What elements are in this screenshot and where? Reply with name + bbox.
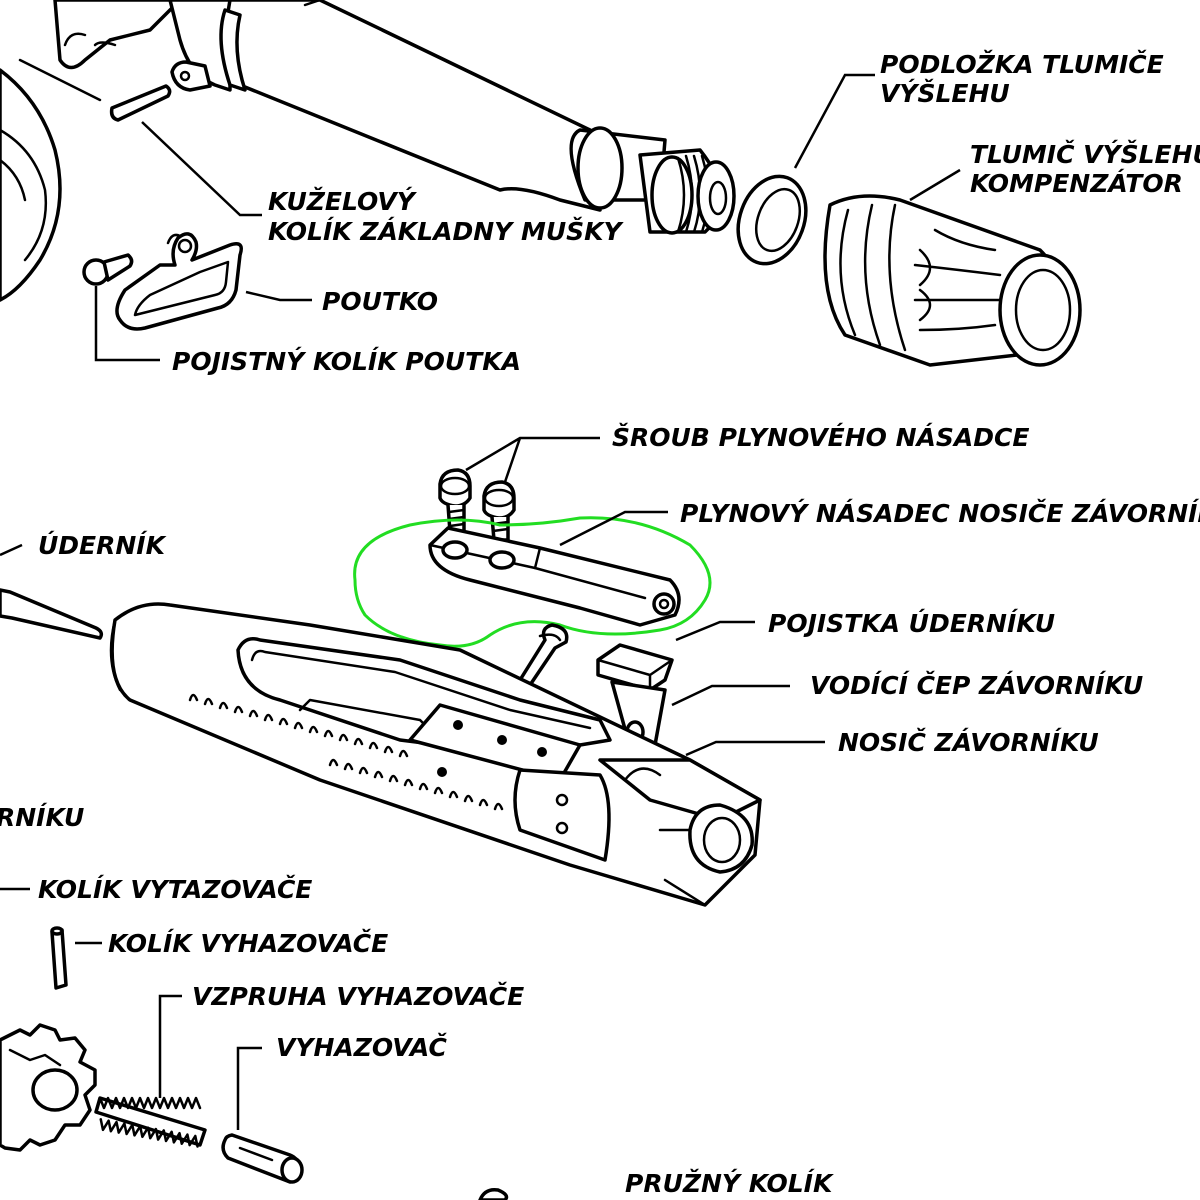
front-sight-base-fragment [0,0,232,302]
firing-pin-retainer-part [518,623,569,690]
labels: PODLOŽKA TLUMIČE VÝŠLEHU TLUMIČ VÝŠLEHU … [0,49,1200,1198]
label-flash-hider-washer-2: VÝŠLEHU [880,78,1010,108]
leader-flash-hider-washer [793,73,875,169]
sling-swivel-pin-part [82,253,134,286]
barrel [219,0,736,235]
sling-swivel-part [115,232,243,331]
leader-firing-pin-retainer [675,620,755,642]
leader-lines [0,73,961,1130]
label-bolt-partial: RNÍKU [0,803,84,832]
leader-cam-pin [671,684,790,707]
label-taper-pin-1: KUŽELOVÝ [268,186,418,216]
ejector-pin-part [50,926,68,990]
gas-key-screws [438,468,516,542]
ejector-spring-part [94,1096,207,1148]
label-roll-pin: PRUŽNÝ KOLÍK [625,1168,834,1198]
label-bolt-carrier: NOSIČ ZÁVORNÍKU [838,727,1099,757]
label-flash-hider-2: KOMPENZÁTOR [970,169,1183,198]
taper-pin-part [109,84,172,122]
gas-key-part [428,526,681,627]
label-sling-swivel-pin: POJISTNÝ KOLÍK POUTKA [172,347,521,376]
leader-gas-key [559,510,668,547]
label-firing-pin: ÚDERNÍK [38,530,167,560]
label-gas-key-screw: ŠROUB PLYNOVÉHO NÁSADCE [612,422,1029,452]
cam-pin-part [596,643,674,751]
leader-sling-swivel [245,290,312,302]
leader-sling-swivel-pin [94,286,160,362]
label-ejector-spring: VZPRUHA VYHAZOVAČE [192,981,524,1011]
ejector-part [221,1133,304,1184]
bolt-carrier-serrations [188,693,504,811]
bolt-head-part [0,1023,97,1152]
leader-ejector-spring [158,994,182,1098]
bolt-carrier-part [109,602,762,907]
flash-hider-part [823,194,1082,367]
firing-pin-part [0,588,104,640]
label-taper-pin-2: KOLÍK ZÁKLADNY MUŠKY [268,216,624,246]
leader-taper-pin [141,121,262,217]
label-ejector: VYHAZOVAČ [276,1032,447,1062]
label-firing-pin-retainer: POJISTKA ÚDERNÍKU [768,608,1055,638]
label-cam-pin: VODÍCÍ ČEP ZÁVORNÍKU [810,670,1143,700]
leader-bolt-carrier [685,740,825,757]
label-gas-key: PLYNOVÝ NÁSADEC NOSIČE ZÁVORNÍKU [680,498,1200,528]
leader-gas-key-screw [465,436,600,483]
label-extractor-pin: KOLÍK VYTAZOVAČE [38,874,312,904]
leader-firing-pin [0,543,23,557]
roll-pin-part [478,1187,509,1200]
label-sling-swivel: POUTKO [322,287,438,316]
flash-hider-washer-part [736,174,808,266]
label-ejector-pin: KOLÍK VYHAZOVAČE [108,928,388,958]
label-flash-hider-1: TLUMIČ VÝŠLEHU / [970,139,1200,169]
label-flash-hider-washer-1: PODLOŽKA TLUMIČE [880,49,1164,79]
leader-flash-hider [909,168,961,202]
leader-ejector [236,1046,262,1130]
